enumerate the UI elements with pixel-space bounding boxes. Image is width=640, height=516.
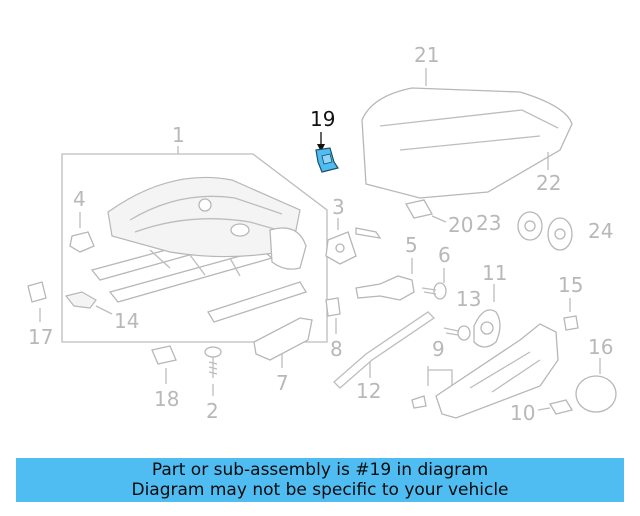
label-13: 13: [456, 287, 481, 311]
part-20-clip: [404, 199, 447, 223]
banner-line-2: Diagram may not be specific to your vehi…: [131, 480, 509, 500]
label-6: 6: [438, 243, 451, 267]
label-24: 24: [588, 219, 613, 243]
part-1-seat-frame: [61, 146, 328, 343]
label-4: 4: [73, 187, 86, 211]
part-17-clip: [27, 281, 47, 322]
label-5: 5: [405, 233, 418, 257]
part-8-clip: [325, 297, 341, 334]
part-2-bolt: [204, 346, 222, 396]
label-19: 19: [310, 107, 335, 131]
part-21-cushion: [361, 68, 573, 199]
part-11-cover: [473, 284, 501, 348]
label-9: 9: [432, 337, 445, 361]
label-22: 22: [536, 171, 561, 195]
label-18: 18: [154, 387, 179, 411]
banner-line-1: Part or sub-assembly is #19 in diagram: [151, 460, 489, 480]
label-8: 8: [330, 337, 343, 361]
part-6-bolt: [421, 268, 447, 300]
label-16: 16: [588, 335, 613, 359]
part-15-clip: [563, 298, 579, 331]
label-3: 3: [332, 195, 345, 219]
part-10-bolt: [537, 399, 574, 415]
label-17: 17: [28, 325, 53, 349]
label-2: 2: [206, 399, 219, 423]
part-3-bracket: [325, 218, 382, 265]
part-16-knob: [575, 358, 617, 413]
part-4-clip: [69, 212, 95, 253]
label-11: 11: [482, 261, 507, 285]
part-12-rod: [333, 311, 436, 389]
label-23: 23: [476, 211, 501, 235]
part-18-clip: [151, 345, 177, 384]
seat-side-cover: [435, 323, 559, 419]
part-23-gear: [517, 211, 543, 241]
label-7: 7: [276, 371, 289, 395]
info-banner: Part or sub-assembly is #19 in diagram D…: [16, 458, 624, 502]
part-24-gear: [547, 217, 573, 251]
part-14-clip: [64, 291, 113, 315]
label-15: 15: [558, 273, 583, 297]
label-21: 21: [414, 43, 439, 67]
label-1: 1: [172, 123, 185, 147]
label-10: 10: [510, 401, 535, 425]
label-14: 14: [114, 309, 139, 333]
part-5-bracket: [355, 258, 415, 301]
part-7-cover: [253, 317, 313, 368]
part-13-bolt: [443, 325, 471, 341]
label-12: 12: [356, 379, 381, 403]
part-9-clip: [411, 366, 453, 409]
label-20: 20: [448, 213, 473, 237]
part-19-highlighted: [315, 132, 339, 173]
